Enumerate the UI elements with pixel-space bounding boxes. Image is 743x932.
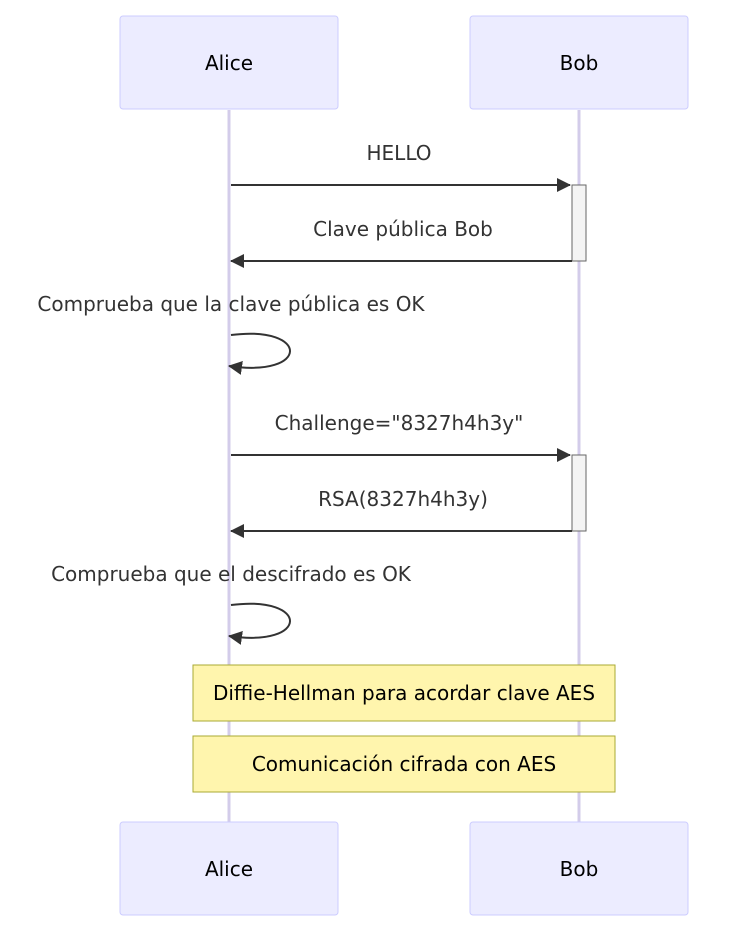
- note-aes-communication: Comunicación cifrada con AES: [192, 735, 616, 793]
- note-diffie-hellman: Diffie-Hellman para acordar clave AES: [192, 664, 616, 722]
- activation-bob-2: [571, 454, 587, 532]
- participant-alice-bottom: Alice: [119, 821, 339, 916]
- message-label: HELLO: [367, 141, 432, 165]
- participant-alice-top: Alice: [119, 15, 339, 110]
- message-challenge: Challenge="8327h4h3y": [231, 411, 571, 462]
- message-label: Comprueba que la clave pública es OK: [37, 292, 425, 316]
- self-loop-arrow: [228, 332, 291, 375]
- self-loop-arrow: [228, 602, 291, 645]
- self-message-check-decrypt: Comprueba que el descifrado es OK: [51, 562, 412, 645]
- message-label: RSA(8327h4h3y): [318, 487, 488, 511]
- participant-label: Bob: [560, 857, 599, 881]
- note-label: Diffie-Hellman para acordar clave AES: [213, 681, 595, 705]
- participant-label: Alice: [205, 51, 253, 75]
- participant-label: Bob: [560, 51, 599, 75]
- participant-label: Alice: [205, 857, 253, 881]
- message-clave-publica: Clave pública Bob: [230, 217, 572, 268]
- message-hello: HELLO: [231, 141, 571, 192]
- participant-bob-top: Bob: [469, 15, 689, 110]
- activation-bob-1: [571, 184, 587, 262]
- self-message-check-key: Comprueba que la clave pública es OK: [37, 292, 425, 375]
- message-label: Challenge="8327h4h3y": [275, 411, 524, 435]
- message-label: Comprueba que el descifrado es OK: [51, 562, 412, 586]
- message-label: Clave pública Bob: [313, 217, 493, 241]
- message-rsa: RSA(8327h4h3y): [230, 487, 572, 538]
- participant-bob-bottom: Bob: [469, 821, 689, 916]
- note-label: Comunicación cifrada con AES: [252, 752, 556, 776]
